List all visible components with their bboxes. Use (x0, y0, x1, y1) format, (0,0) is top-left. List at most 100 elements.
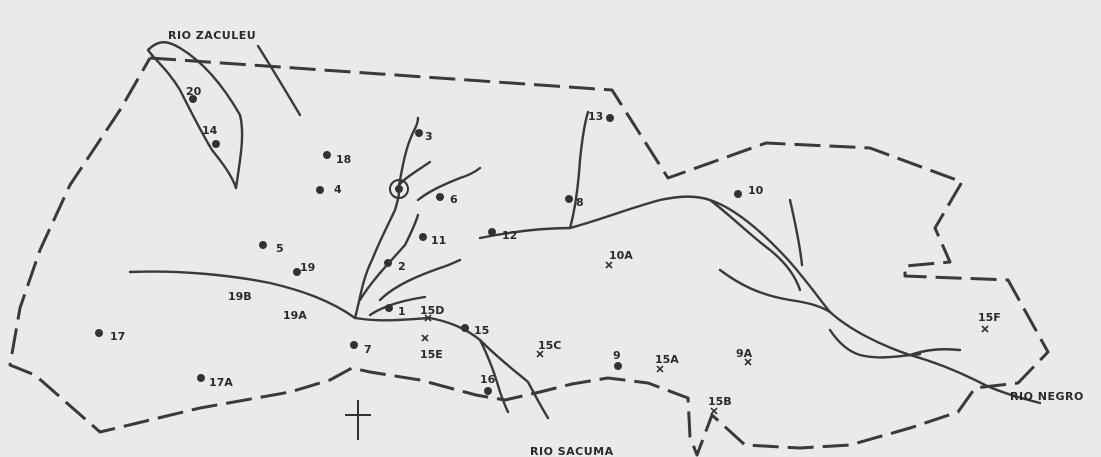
station-dot-17: 17 (95, 329, 125, 343)
station-x-marker (536, 350, 544, 358)
river-branch-ne (788, 198, 804, 267)
station-dot-13: 13 (588, 110, 614, 123)
river-label-rio-zaculeu: RIO ZACULEU (168, 29, 256, 42)
station-x-15a: 15A (655, 353, 679, 373)
station-dot-19: 19 (293, 261, 315, 276)
station-dot-12: 12 (488, 228, 517, 242)
river-branch-2 (378, 258, 462, 302)
station-dot-marker (259, 241, 267, 249)
river-zaculeu-east (256, 44, 302, 117)
station-x-15c: 15C (536, 339, 561, 358)
station-label: 7 (364, 343, 372, 356)
station-label: 17A (209, 376, 233, 389)
station-dot-11: 11 (419, 233, 446, 247)
station-dot-marker (415, 129, 423, 137)
station-label: 20 (186, 85, 202, 98)
station-label: 15B (708, 395, 732, 408)
station-dot-marker (212, 140, 220, 148)
station-dot-marker (323, 151, 331, 159)
basin-boundary (8, 56, 1050, 457)
station-x-15d: 15D (420, 304, 444, 322)
station-x-10a: 10A (605, 249, 633, 269)
station-dot-marker (565, 195, 573, 203)
station-x-15b: 15B (708, 395, 732, 415)
station-dot-marker (197, 374, 205, 382)
river-zaculeu (146, 41, 244, 190)
station-label: 14 (202, 124, 218, 137)
river-branch-6 (416, 166, 482, 202)
station-dot-marker (606, 114, 614, 122)
station-dot-marker (614, 362, 622, 370)
station-dot-marker (461, 324, 469, 332)
station-label: 9 (613, 349, 621, 362)
station-label: 15 (474, 324, 489, 337)
station-dot-marker (350, 341, 358, 349)
station-label: 13 (588, 110, 603, 123)
station-dot-9: 9 (613, 349, 622, 370)
station-dot-20: 20 (186, 85, 202, 103)
river-label-rio-negro: RIO NEGRO (1010, 390, 1084, 403)
station-dot-marker (293, 268, 301, 276)
station-dot-14: 14 (202, 124, 220, 148)
river-branch-2b (368, 295, 427, 317)
station-dot-marker (488, 228, 496, 236)
station-label: 15C (538, 339, 561, 352)
river-label-rio-sacuma: RIO SACUMA (530, 445, 614, 457)
river-branch-up (353, 183, 401, 320)
station-label: 10 (748, 184, 764, 197)
station-dot-marker (95, 329, 103, 337)
station-dot-10: 10 (734, 184, 764, 198)
station-label: 6 (450, 193, 458, 206)
station-label: 19 (300, 261, 315, 274)
station-dot-marker (484, 387, 492, 395)
station-label: 5 (276, 242, 284, 255)
station-dot-15: 15 (461, 324, 489, 337)
river-branch-15f (908, 348, 962, 357)
station-dot-marker (734, 190, 742, 198)
station-dot-2: 2 (384, 259, 406, 273)
station-label: 9A (736, 347, 753, 360)
station-x-marker (421, 334, 429, 342)
map-label-19a: 19A (283, 309, 307, 322)
river-branch-11 (358, 213, 420, 302)
station-dot-1: 1 (385, 304, 406, 318)
station-x-marker (605, 261, 613, 269)
river-branch-3 (397, 116, 420, 187)
station-label: 18 (336, 153, 351, 166)
river-tributary-16 (478, 338, 510, 414)
station-dot-8: 8 (565, 195, 584, 209)
central-station-marker (389, 179, 409, 199)
station-x-marker (424, 314, 432, 322)
station-x-marker (710, 407, 718, 415)
station-label: 15F (978, 311, 1001, 324)
station-dot-18: 18 (323, 151, 351, 166)
station-dot-marker (436, 193, 444, 201)
station-x-marker (744, 358, 752, 366)
station-label: 15A (655, 353, 679, 366)
station-dot-marker (385, 304, 393, 312)
station-dot-16: 16 (480, 373, 496, 395)
station-dot-17a: 17A (197, 374, 233, 389)
station-dot-7: 7 (350, 341, 372, 356)
river-main (128, 270, 550, 420)
river-labels-layer: RIO ZACULEU RIO NEGRO RIO SACUMA (168, 29, 1084, 457)
text-labels-layer: 19B 19A (228, 290, 307, 322)
station-label: 17 (110, 330, 125, 343)
station-label: 1 (398, 305, 406, 318)
river-branch-13 (568, 110, 590, 230)
station-x-15f: 15F (978, 311, 1001, 333)
river-rio-negro (478, 195, 1042, 405)
station-label: 11 (431, 234, 446, 247)
station-label: 15D (420, 304, 444, 317)
river-branch-north (708, 198, 802, 292)
river-branch-south (718, 268, 832, 314)
station-x-marker (981, 325, 989, 333)
station-dot-marker (419, 233, 427, 241)
map-label-19b: 19B (228, 290, 252, 303)
station-label: 4 (334, 183, 342, 196)
station-dot-marker (316, 186, 324, 194)
station-dot-5: 5 (259, 241, 284, 255)
